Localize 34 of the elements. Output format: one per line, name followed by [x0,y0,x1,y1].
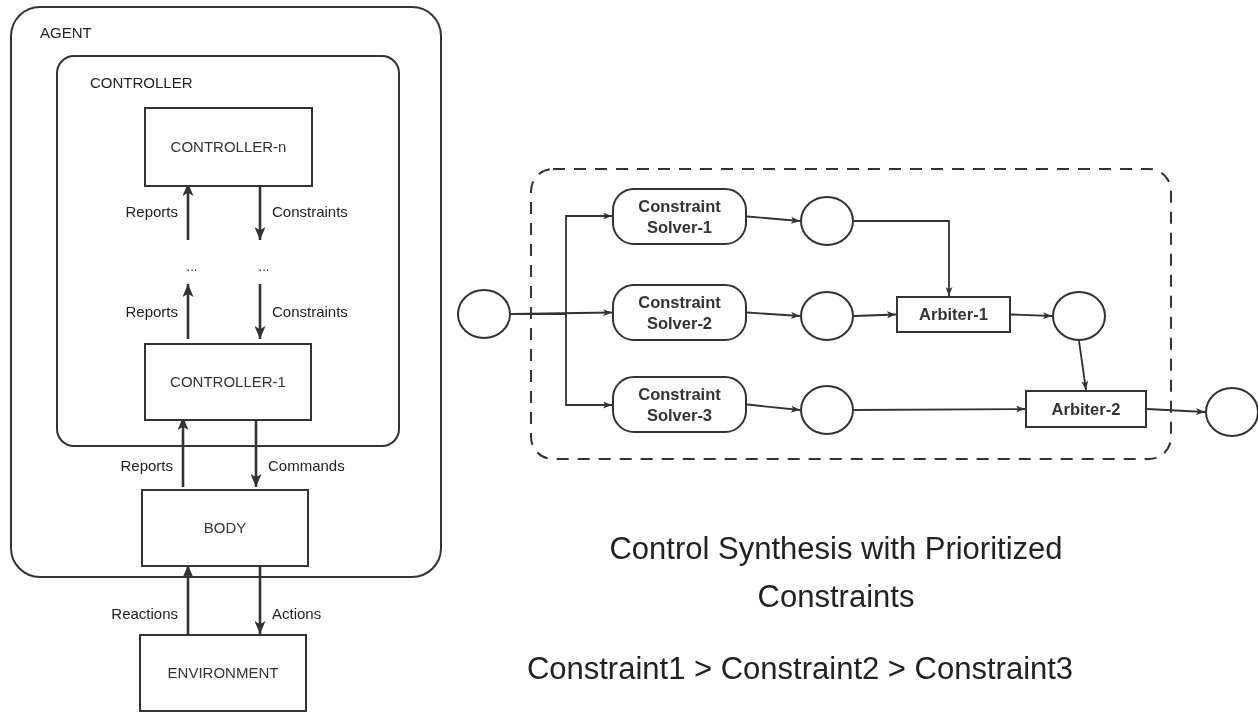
solver-box [612,284,747,341]
controller-box [144,343,312,421]
edge-label: Reports [125,202,178,220]
edge-label: Constraints [272,302,348,320]
node-label: Constraint Solver-1 [637,195,722,238]
caption-text: Control Synthesis with Prioritized Constraints [608,530,1064,616]
arbiter-box [896,296,1011,333]
edge-label: Reports [120,457,173,474]
arbiter-box [1025,390,1147,428]
ellipsis-text: ... [257,257,271,276]
controller-container [56,55,400,447]
controller-box [144,107,313,187]
node-label: Arbiter-1 [919,304,988,325]
solver-box [612,188,747,245]
environment-box [139,634,307,712]
caption-text: Constraint1 > Constraint2 > Constraint3 [525,650,1075,688]
node-label: ENVIRONMENT [167,663,279,683]
solver-box [612,376,747,433]
edge-label: Actions [272,604,322,622]
edge-label: Constraints [272,202,348,220]
node-label: CONTROLLER-n [170,137,287,157]
agent-container [10,6,442,578]
node-label: CONTROLLER-1 [170,372,286,392]
ellipsis-text: ... [185,257,199,276]
container-title: AGENT [40,24,92,41]
node-label: BODY [203,518,247,538]
container-title: CONTROLLER [90,74,193,91]
edge-label: Commands [268,457,345,474]
node-label: Constraint Solver-3 [637,383,722,426]
edge-label: Reactions [111,604,178,622]
node-label: Constraint Solver-2 [637,291,722,334]
body-box [141,489,309,567]
node-label: Arbiter-2 [1051,398,1121,420]
edge-label: Reports [125,302,178,320]
